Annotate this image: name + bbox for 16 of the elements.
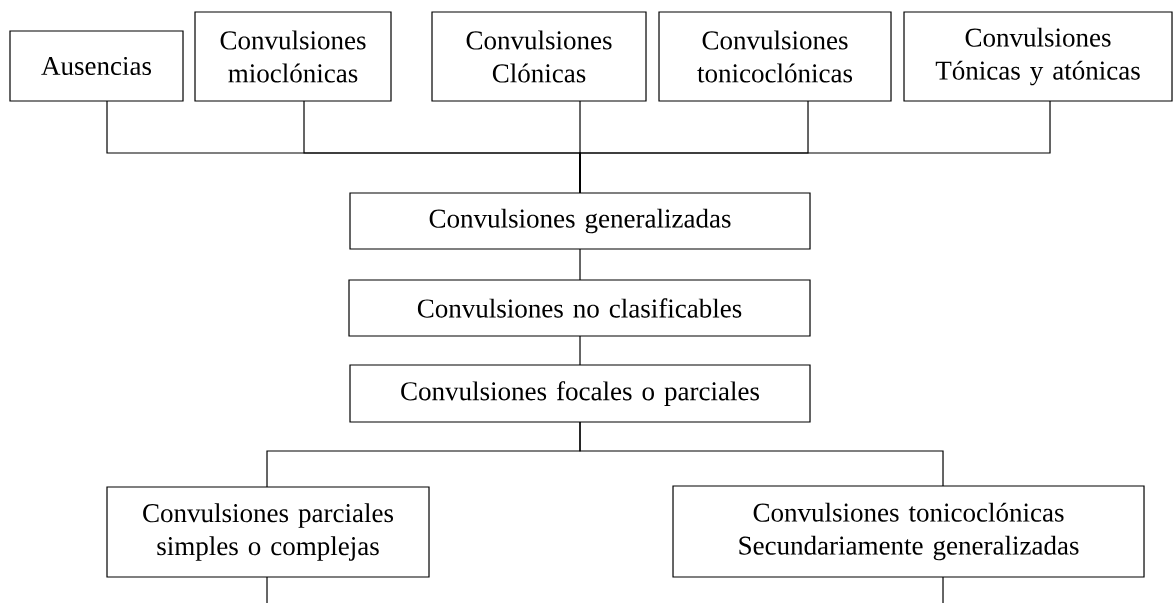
category-box: Convulsiones tonicoclónicas (658, 11, 892, 102)
category-box: Ausencias (9, 30, 184, 102)
connector-line (579, 335, 581, 366)
connector-line (266, 576, 268, 603)
category-box: Convulsiones focales o parciales (349, 364, 811, 423)
connector-line (579, 421, 944, 487)
category-box: Convulsiones Clónicas (431, 11, 647, 102)
category-box: Convulsiones Tónicas y atónicas (903, 11, 1173, 102)
category-box: Convulsiones tonicoclónicas Secundariamente generalizadas (672, 485, 1145, 578)
category-box: Convulsiones generalizadas (349, 192, 811, 250)
connector-line (579, 100, 1051, 194)
connector-line (942, 576, 944, 603)
category-box: Convulsiones no clasificables (348, 279, 811, 337)
category-box: Convulsiones mioclónicas (194, 11, 392, 102)
category-box: Convulsiones parciales simples o complejas (106, 486, 430, 578)
connector-line (579, 248, 581, 281)
